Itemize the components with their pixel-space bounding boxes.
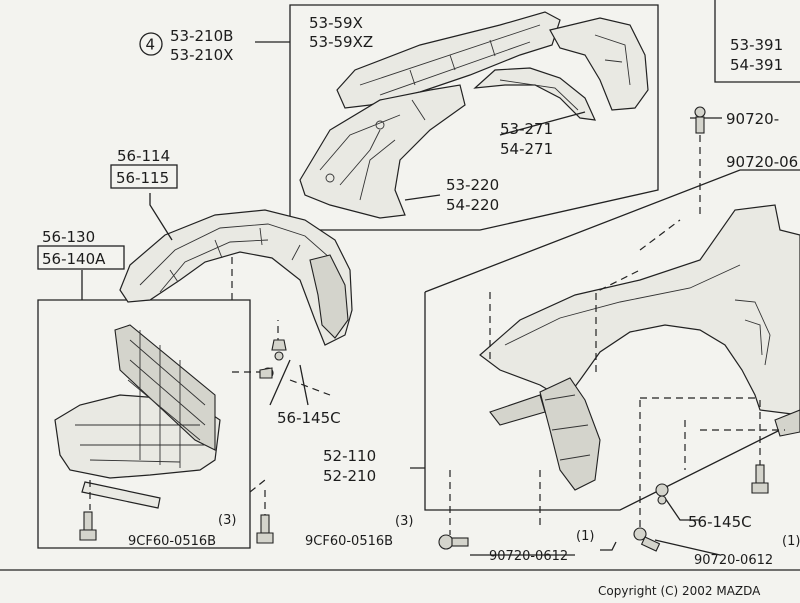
clip-fastener bbox=[259, 339, 287, 379]
label-9cf60-left: 9CF60-0516B bbox=[128, 534, 216, 549]
bolt-fastener-90720-right bbox=[633, 527, 661, 552]
label-54-391: 54-391 bbox=[730, 56, 783, 74]
front-fender-part bbox=[479, 204, 800, 491]
label-53-59x: 53-59X bbox=[309, 14, 363, 32]
label-90720-0612-mid: 90720-0612 bbox=[489, 549, 568, 564]
label-53-59xz: 53-59XZ bbox=[309, 33, 373, 51]
label-53-210b: 53-210B bbox=[170, 27, 233, 45]
label-52-110: 52-110 bbox=[323, 447, 376, 465]
label-90720-06: 90720-06 bbox=[726, 153, 798, 171]
box-56-140a bbox=[37, 245, 125, 270]
label-54-271: 54-271 bbox=[500, 140, 553, 158]
label-54-220: 54-220 bbox=[446, 196, 499, 214]
box-56-115 bbox=[110, 164, 178, 189]
reinforcement-arch-part bbox=[473, 67, 596, 121]
label-56-130: 56-130 bbox=[42, 228, 95, 246]
label-53-391: 53-391 bbox=[730, 36, 783, 54]
label-53-210x: 53-210X bbox=[170, 46, 233, 64]
leader-lines bbox=[81, 41, 722, 556]
copyright-text: Copyright (C) 2002 MAZDA bbox=[598, 584, 761, 598]
dashed-assembly-lines bbox=[89, 135, 785, 535]
label-90720-0612-right: 90720-0612 bbox=[694, 553, 773, 568]
bolt-fastener-90720-left bbox=[438, 534, 469, 550]
mud-guard-part bbox=[54, 324, 221, 509]
callout-number: 4 bbox=[146, 36, 156, 54]
label-53-271: 53-271 bbox=[500, 120, 553, 138]
label-qty-bolt-mid: (1) bbox=[576, 529, 594, 544]
callout-circle bbox=[139, 32, 163, 56]
label-56-140a: 56-140A bbox=[42, 250, 106, 268]
label-56-145c-left: 56-145C bbox=[277, 409, 341, 427]
bolt-fastener-90720-top bbox=[694, 106, 706, 134]
label-52-210: 52-210 bbox=[323, 467, 376, 485]
label-qty-left: (3) bbox=[218, 513, 236, 528]
frame-reinforcement-group bbox=[289, 4, 659, 231]
label-qty-bolt-right: (1) bbox=[782, 534, 800, 549]
splash-shield-part bbox=[119, 209, 353, 346]
label-9cf60-mid: 9CF60-0516B bbox=[305, 534, 393, 549]
label-qty-mid: (3) bbox=[395, 514, 413, 529]
bolt-fastener-far-right bbox=[751, 464, 769, 494]
frame-fender-group bbox=[424, 169, 800, 511]
frame-53-391-group bbox=[714, 0, 800, 83]
bolt-fastener-left bbox=[79, 511, 97, 541]
reinforcement-upper-part bbox=[336, 11, 649, 111]
label-56-114: 56-114 bbox=[117, 147, 170, 165]
label-90720-top: 90720- bbox=[726, 110, 779, 128]
label-56-115: 56-115 bbox=[116, 169, 169, 187]
label-53-220: 53-220 bbox=[446, 176, 499, 194]
reinforcement-lower-part bbox=[299, 84, 466, 219]
bolt-fastener-mid bbox=[256, 514, 274, 544]
clip-fastener-right bbox=[655, 483, 669, 505]
label-56-145c-right: 56-145C bbox=[688, 513, 752, 531]
frame-mudguard-group bbox=[37, 299, 251, 549]
